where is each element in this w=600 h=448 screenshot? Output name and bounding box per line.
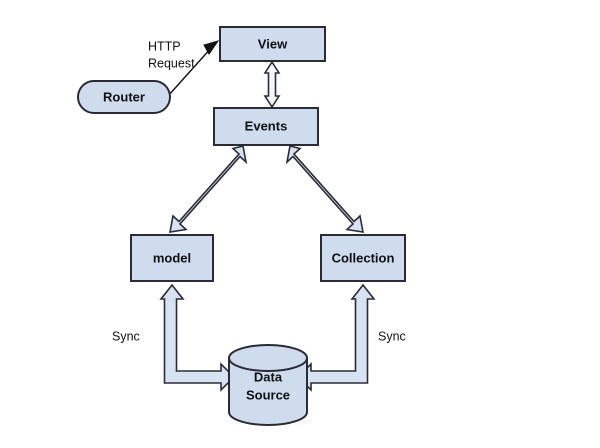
router-to-view-line — [167, 46, 213, 97]
router-shape — [77, 80, 171, 114]
node-model[interactable]: model — [130, 234, 214, 282]
datasource-body — [228, 357, 308, 426]
model-shape — [130, 234, 214, 282]
events-model-double-arrow — [169, 145, 248, 233]
collection-datasource-double-arrow — [296, 283, 376, 392]
model-datasource-double-arrow — [159, 283, 236, 392]
model-label: model — [153, 250, 191, 265]
datasource-top-ellipse — [228, 344, 308, 372]
events-shape — [213, 107, 319, 146]
edge-events-collection — [285, 145, 364, 233]
datasource-label-line2: Source — [246, 387, 290, 402]
node-router[interactable]: Router — [77, 80, 171, 114]
collection-label: Collection — [332, 250, 395, 265]
router-to-view-arrowhead — [203, 40, 220, 55]
node-events[interactable]: Events — [213, 107, 319, 146]
edge-router-to-view — [167, 40, 220, 97]
view-events-double-arrow — [263, 60, 281, 109]
edge-model-datasource — [159, 283, 236, 392]
http-request-label-line1: HTTP — [148, 39, 181, 53]
collection-shape — [320, 234, 406, 282]
view-shape — [219, 26, 326, 62]
edge-events-model — [169, 145, 248, 233]
events-collection-double-arrow — [285, 145, 364, 233]
sync-left-label: Sync — [112, 329, 140, 343]
node-datasource[interactable]: Data Source — [228, 344, 308, 426]
events-label: Events — [245, 118, 288, 133]
edge-view-events — [263, 60, 281, 109]
http-request-label-line2: Request — [148, 56, 195, 70]
node-view[interactable]: View — [219, 26, 326, 62]
sync-right-label: Sync — [378, 329, 406, 343]
node-collection[interactable]: Collection — [320, 234, 406, 282]
datasource-label-line1: Data — [254, 369, 283, 384]
router-label: Router — [103, 89, 145, 104]
edge-collection-datasource — [296, 283, 376, 392]
view-label: View — [258, 36, 288, 51]
